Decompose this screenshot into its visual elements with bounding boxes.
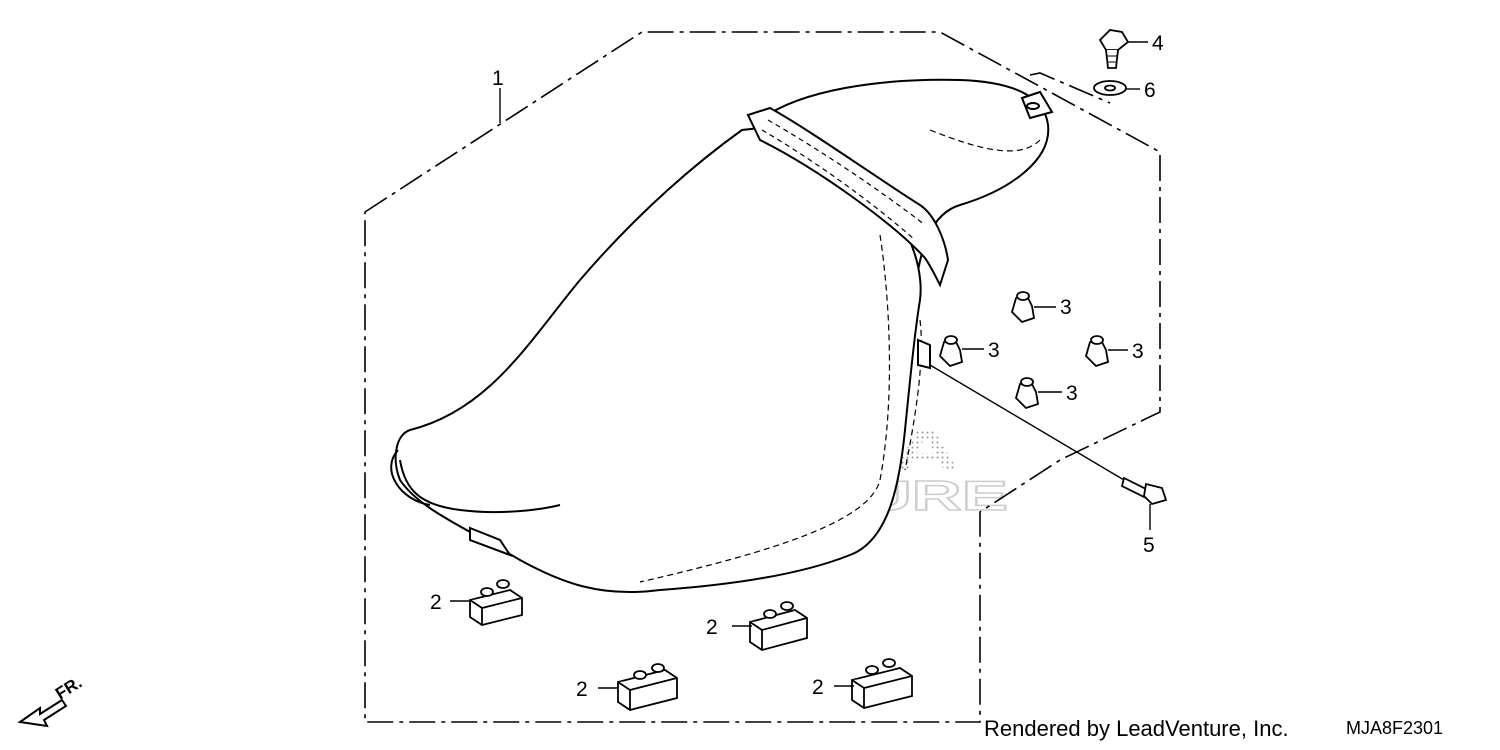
rubber-mount-2b	[749, 601, 808, 651]
flange-bolt-4	[1098, 29, 1130, 69]
front-direction-arrow-icon: FR.	[17, 673, 85, 728]
leader-lines	[450, 41, 1151, 689]
callout-1: 1	[492, 67, 504, 90]
grommet-3d	[1014, 377, 1040, 410]
bolt-subgroup-outline	[1029, 72, 1111, 104]
callout-2-d: 2	[812, 676, 824, 699]
callout-2-b: 2	[706, 616, 718, 639]
rubber-mount-2c	[617, 663, 678, 711]
render-credit-text: Rendered by LeadVenture, Inc.	[984, 716, 1289, 741]
front-direction-label: FR.	[52, 673, 85, 704]
washer-6	[1093, 80, 1127, 96]
callout-2-a: 2	[430, 591, 442, 614]
callout-3-d: 3	[1066, 382, 1078, 405]
seat-body	[390, 78, 1054, 594]
callout-2-c: 2	[576, 678, 588, 701]
callout-3-b: 3	[988, 339, 1000, 362]
assembly-boundary-outline	[364, 31, 1161, 723]
grommet-3b	[938, 335, 964, 368]
callout-6: 6	[1144, 79, 1156, 102]
drawing-code-text: MJA8F2301	[1346, 718, 1444, 738]
rubber-mount-2a	[469, 579, 523, 626]
rubber-mount-2d	[851, 658, 913, 709]
grommet-3c	[1084, 335, 1110, 368]
grommet-3a	[1010, 291, 1036, 324]
callout-4: 4	[1152, 32, 1164, 55]
callout-3-c: 3	[1132, 340, 1144, 363]
callout-5: 5	[1143, 534, 1155, 557]
callout-3-a: 3	[1060, 296, 1072, 319]
screw-5	[1120, 476, 1168, 506]
